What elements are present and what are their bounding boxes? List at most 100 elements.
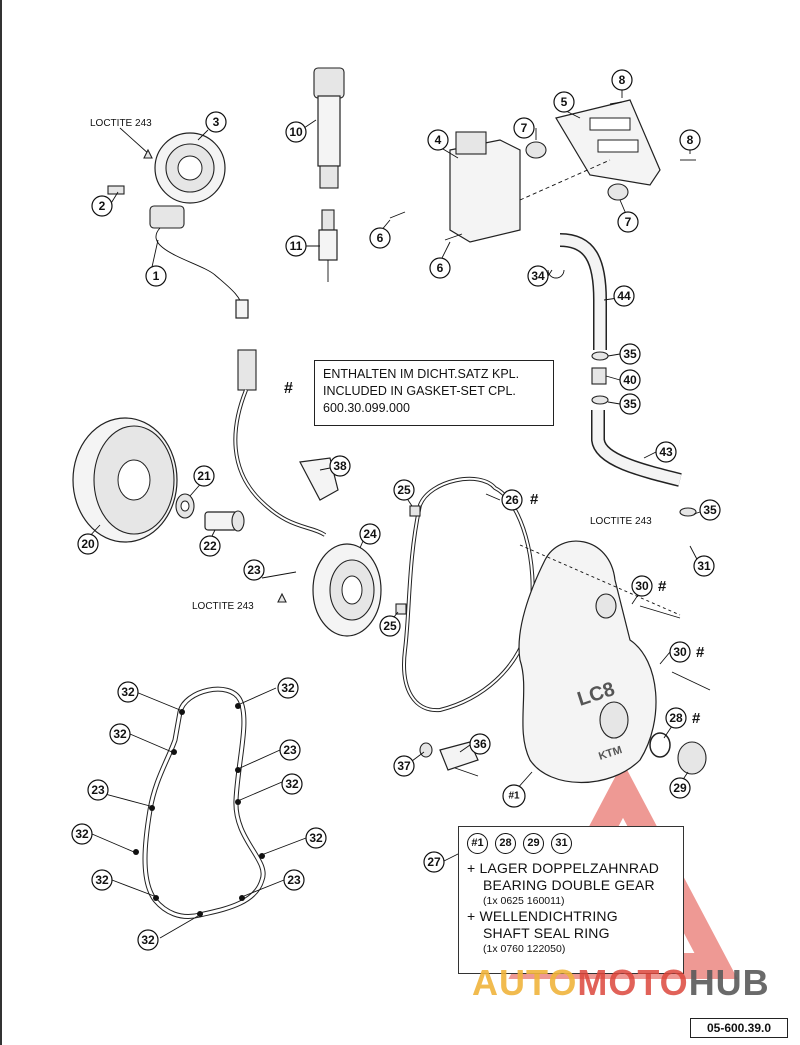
hash-28: #: [692, 710, 701, 727]
watermark-part-1: AUTO: [472, 962, 578, 1003]
spark-plug: [318, 209, 338, 282]
svg-text:23: 23: [283, 743, 297, 757]
callout-20: 20: [77, 533, 99, 555]
callout-4: 4: [427, 129, 449, 151]
callout-44: 44: [613, 285, 635, 307]
callout-32f: 32: [305, 827, 327, 849]
bom-line-5: SHAFT SEAL RING: [483, 925, 610, 941]
svg-text:23: 23: [247, 563, 261, 577]
callout-25a: 25: [393, 479, 415, 501]
callout-22: 22: [199, 535, 221, 557]
flywheel: [72, 417, 178, 543]
gasket-set-line-3: 600.30.099.000: [323, 401, 410, 415]
svg-text:30: 30: [673, 645, 687, 659]
callout-24: 24: [359, 523, 381, 545]
bom-note-box: #1 28 29 31 + LAGER DOPPELZAHNRAD BEARIN…: [458, 826, 684, 974]
gasket-set-hash: #: [284, 380, 293, 397]
bolt-22: [204, 510, 245, 532]
gasket-set-note: ENTHALTEN IM DICHT.SATZ KPL. INCLUDED IN…: [314, 360, 554, 426]
callout-23c: 23: [283, 869, 305, 891]
svg-text:36: 36: [473, 737, 487, 751]
callout-hash1: #1: [502, 784, 526, 808]
callout-30a: 30: [631, 575, 653, 597]
svg-text:26: 26: [505, 493, 519, 507]
callout-32g: 32: [91, 869, 113, 891]
svg-text:32: 32: [285, 777, 299, 791]
hash-26: #: [530, 491, 539, 508]
svg-text:20: 20: [81, 537, 95, 551]
callout-8a: 8: [611, 69, 633, 91]
callout-38: 38: [329, 455, 351, 477]
bom-ref-3: 29: [523, 833, 544, 854]
svg-text:32: 32: [141, 933, 155, 947]
stator-screw: [261, 571, 297, 603]
watermark-part-3: HUB: [688, 962, 770, 1003]
bom-line-4: + WELLENDICHTRING: [467, 908, 618, 924]
callout-35b: 35: [619, 393, 641, 415]
bom-line-3: (1x 0625 160011): [483, 895, 565, 907]
svg-text:10: 10: [289, 125, 303, 139]
svg-text:4: 4: [435, 133, 442, 147]
bom-refs: #1 28 29 31: [467, 833, 675, 854]
svg-text:3: 3: [213, 115, 220, 129]
svg-text:44: 44: [617, 289, 631, 303]
loctite-label-stator: LOCTITE 243: [192, 601, 254, 612]
svg-text:7: 7: [521, 121, 528, 135]
callout-21: 21: [193, 465, 215, 487]
callout-32b: 32: [277, 677, 299, 699]
callout-6b: 6: [429, 257, 451, 279]
bom-line-2: BEARING DOUBLE GEAR: [483, 877, 655, 893]
svg-text:23: 23: [287, 873, 301, 887]
svg-text:35: 35: [623, 397, 637, 411]
svg-text:35: 35: [623, 347, 637, 361]
bom-ref-4: 31: [551, 833, 572, 854]
svg-text:32: 32: [309, 831, 323, 845]
svg-text:6: 6: [437, 261, 444, 275]
callout-26: 26: [501, 489, 523, 511]
cdi-bracket: [555, 99, 661, 186]
callout-5: 5: [553, 91, 575, 113]
ignition-cover: LC8 KTM: [518, 540, 657, 784]
callout-32e: 32: [71, 823, 93, 845]
ignition-coil: [313, 67, 345, 189]
loctite-drop-1: [107, 127, 153, 195]
svg-text:21: 21: [197, 469, 211, 483]
callout-32a: 32: [117, 681, 139, 703]
callout-23a: 23: [279, 739, 301, 761]
callout-1: 1: [145, 265, 167, 287]
drawing-id: 05-600.39.0: [690, 1018, 788, 1038]
svg-text:#1: #1: [508, 791, 520, 802]
svg-text:6: 6: [377, 231, 384, 245]
callout-29: 29: [669, 777, 691, 799]
stator: [312, 543, 382, 637]
callout-35a: 35: [619, 343, 641, 365]
callout-31: 31: [693, 555, 715, 577]
sensor-36: [419, 741, 479, 777]
callout-8b: 8: [679, 129, 701, 151]
svg-text:24: 24: [363, 527, 377, 541]
watermark-text: AUTOMOTOHUB: [472, 962, 770, 1004]
callout-7a: 7: [513, 117, 535, 139]
svg-text:22: 22: [203, 539, 217, 553]
washer-21: [175, 493, 195, 519]
callout-32d: 32: [281, 773, 303, 795]
stator-cable: [233, 349, 327, 537]
callout-27: 27: [423, 851, 445, 873]
svg-text:32: 32: [95, 873, 109, 887]
svg-text:25: 25: [397, 483, 411, 497]
callout-36: 36: [469, 733, 491, 755]
svg-text:31: 31: [697, 559, 711, 573]
bom-ref-2: 28: [495, 833, 516, 854]
rubber-grommets: [525, 141, 629, 201]
callout-25b: 25: [379, 615, 401, 637]
callout-43: 43: [655, 441, 677, 463]
callout-23-stator: 23: [243, 559, 265, 581]
svg-text:25: 25: [383, 619, 397, 633]
svg-text:37: 37: [397, 759, 411, 773]
svg-text:34: 34: [531, 269, 545, 283]
svg-text:38: 38: [333, 459, 347, 473]
callout-32h: 32: [137, 929, 159, 951]
svg-text:32: 32: [121, 685, 135, 699]
callout-3: 3: [205, 111, 227, 133]
